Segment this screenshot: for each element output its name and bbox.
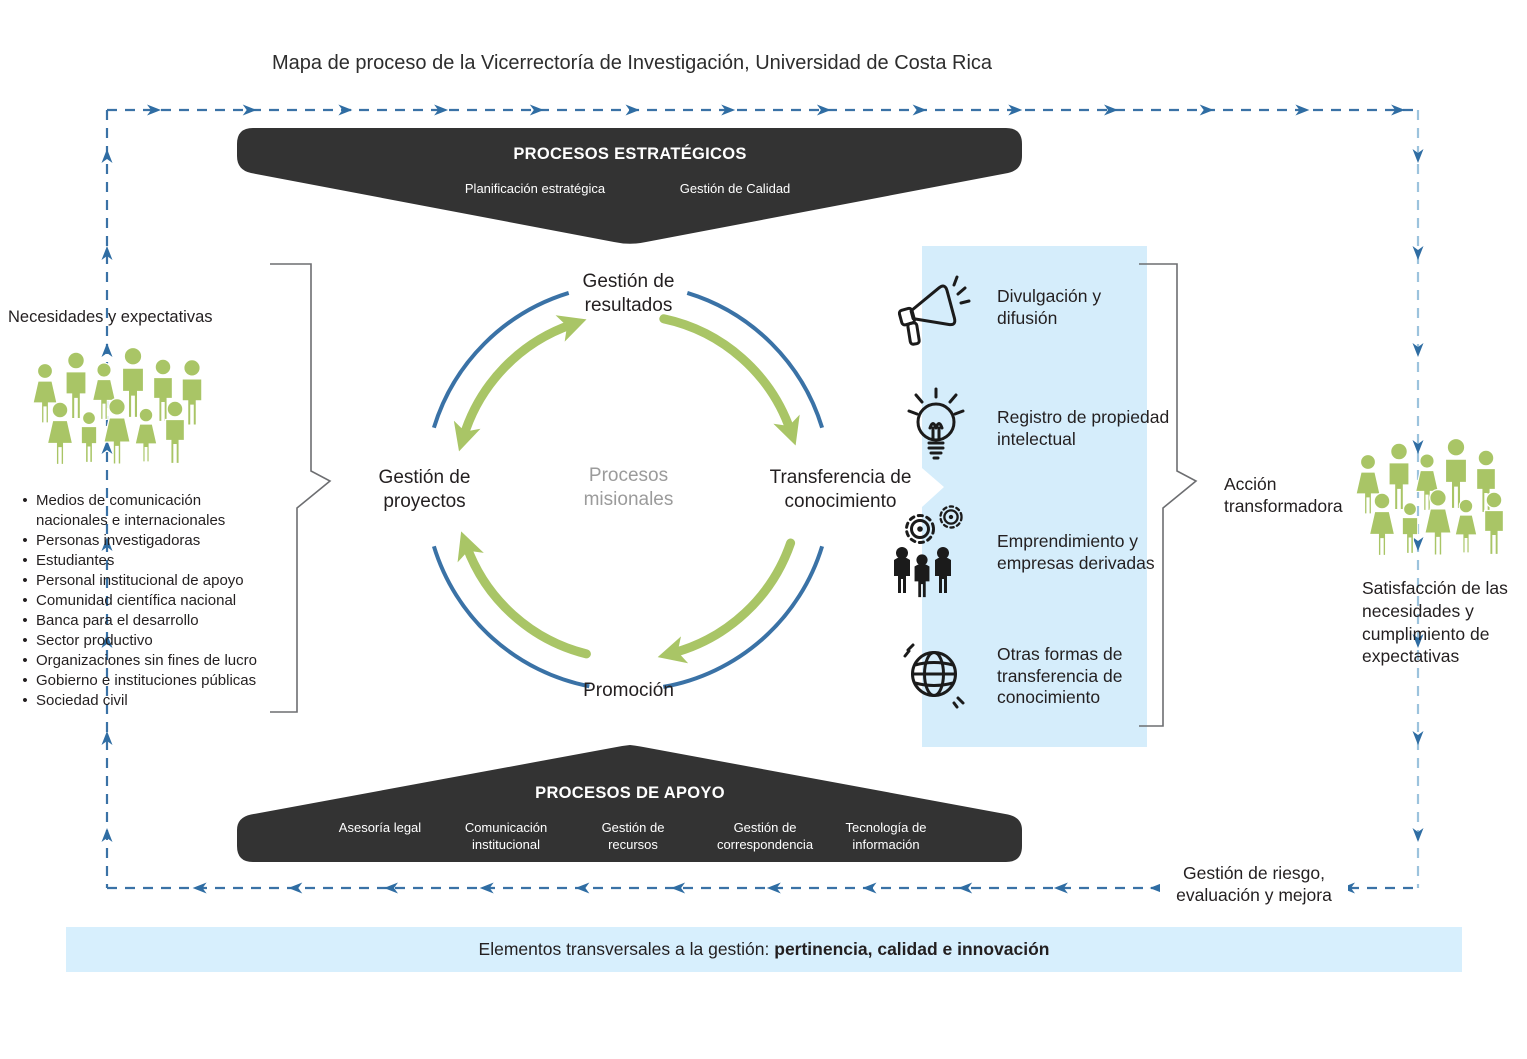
list-item: • Sector productivo — [14, 631, 304, 651]
cycle-center-label: Procesos misionales — [583, 465, 674, 510]
list-item-label: Sector productivo — [36, 632, 153, 649]
support-item-tecnologia: Tecnología de información — [845, 820, 927, 852]
support-item-recursos: Gestión de recursos — [601, 820, 665, 852]
transfer-panel-shape — [922, 246, 1147, 747]
bullet-icon: • — [22, 692, 28, 709]
list-item: • Personas investigadoras — [14, 531, 304, 551]
arrow-proyectos-resultados — [453, 315, 587, 452]
list-item-label: Medios de comunicación nacionales e inte… — [36, 492, 226, 529]
arrow-promocion-proyectos — [457, 531, 591, 659]
bullet-icon: • — [22, 672, 28, 689]
satisfaction-label: Satisfacción de las necesidades y cumpli… — [1362, 578, 1508, 667]
page-title: Mapa de proceso de la Vicerrectoría de I… — [271, 52, 993, 74]
list-item-label: Gobierno e instituciones públicas — [36, 672, 257, 689]
transversal-elements-bar: Elementos transversales a la gestión: pe… — [66, 927, 1462, 972]
megaphone-icon — [897, 275, 971, 346]
list-item: • Comunidad científica nacional — [14, 591, 304, 611]
cycle-label-promocion: Promoción — [583, 680, 674, 701]
flow-border — [101, 104, 1424, 894]
arrow-resultados-transferencia — [659, 314, 800, 446]
list-item-label: Comunidad científica nacional — [36, 592, 237, 609]
globe-icon — [903, 643, 965, 709]
list-item-label: Banca para el desarrollo — [36, 612, 199, 629]
bullet-icon: • — [22, 572, 28, 589]
risk-label: Gestión de riesgo, evaluación y mejora — [1160, 861, 1348, 909]
needs-list: • Medios de comunicación nacionales e int… — [14, 491, 304, 711]
support-banner-title: PROCESOS DE APOYO — [535, 784, 725, 802]
bullet-icon: • — [22, 552, 28, 569]
list-item-label: Organizaciones sin fines de lucro — [36, 652, 257, 669]
support-item-asesoria: Asesoría legal — [338, 820, 422, 835]
strategic-banner-title: PROCESOS ESTRATÉGICOS — [513, 145, 747, 163]
strategic-item-calidad: Gestión de Calidad — [679, 181, 791, 196]
transfer-item-otras-formas: Otras formas de transferencia de conocim… — [997, 644, 1123, 708]
bullet-icon: • — [22, 652, 28, 669]
right-bracket — [1139, 263, 1198, 727]
strategic-banner-shape — [237, 128, 1022, 244]
lightbulb-icon — [907, 387, 965, 460]
list-item: • Sociedad civil — [14, 691, 304, 711]
bullet-icon: • — [22, 632, 28, 649]
list-item-label: Personal institucional de apoyo — [36, 572, 244, 589]
flow-direction-arrows — [101, 104, 1424, 894]
support-item-comunicacion: Comunicación institucional — [464, 820, 548, 852]
bullet-icon: • — [22, 612, 28, 629]
left-bracket — [270, 263, 332, 713]
list-item: • Gobierno e instituciones públicas — [14, 671, 304, 691]
list-item: • Banca para el desarrollo — [14, 611, 304, 631]
support-item-correspondencia: Gestión de correspondencia — [716, 820, 814, 852]
support-banner-shape — [237, 745, 1022, 862]
needs-heading: Necesidades y expectativas — [8, 308, 213, 326]
bullet-icon: • — [22, 532, 28, 549]
list-item-label: Estudiantes — [36, 552, 115, 569]
strategic-item-planificacion: Planificación estratégica — [464, 181, 606, 196]
list-item: • Estudiantes — [14, 551, 304, 571]
cycle-label-resultados: Gestión de resultados — [582, 271, 675, 316]
transversal-elements-text: Elementos transversales a la gestión: pe… — [66, 927, 1462, 972]
gears-people-icon — [894, 505, 963, 598]
bullet-icon: • — [22, 492, 28, 509]
mission-cycle-arrows — [453, 314, 800, 664]
transfer-item-divulgacion: Divulgación y difusión — [997, 286, 1102, 328]
transfer-item-propiedad: Registro de propiedad intelectual — [997, 407, 1170, 449]
list-item-label: Personas investigadoras — [36, 532, 201, 549]
list-item: • Organizaciones sin fines de lucro — [14, 651, 304, 671]
list-item: • Personal institucional de apoyo — [14, 571, 304, 591]
list-item: • Medios de comunicación nacionales e int… — [14, 491, 304, 531]
arrow-transferencia-promocion — [657, 538, 796, 664]
footer-bold: pertinencia, calidad e innovación — [774, 939, 1050, 959]
cycle-label-proyectos: Gestión de proyectos — [378, 467, 471, 512]
bullet-icon: • — [22, 592, 28, 609]
transfer-item-emprendimiento: Emprendimiento y empresas derivadas — [997, 531, 1155, 573]
list-item-label: Sociedad civil — [36, 692, 128, 709]
action-label: Acción transformadora — [1224, 474, 1343, 516]
needs-crowd-icon — [32, 346, 203, 466]
cycle-label-transferencia: Transferencia de conocimiento — [769, 467, 912, 512]
footer-prefix: Elementos transversales a la gestión: — [478, 939, 775, 959]
